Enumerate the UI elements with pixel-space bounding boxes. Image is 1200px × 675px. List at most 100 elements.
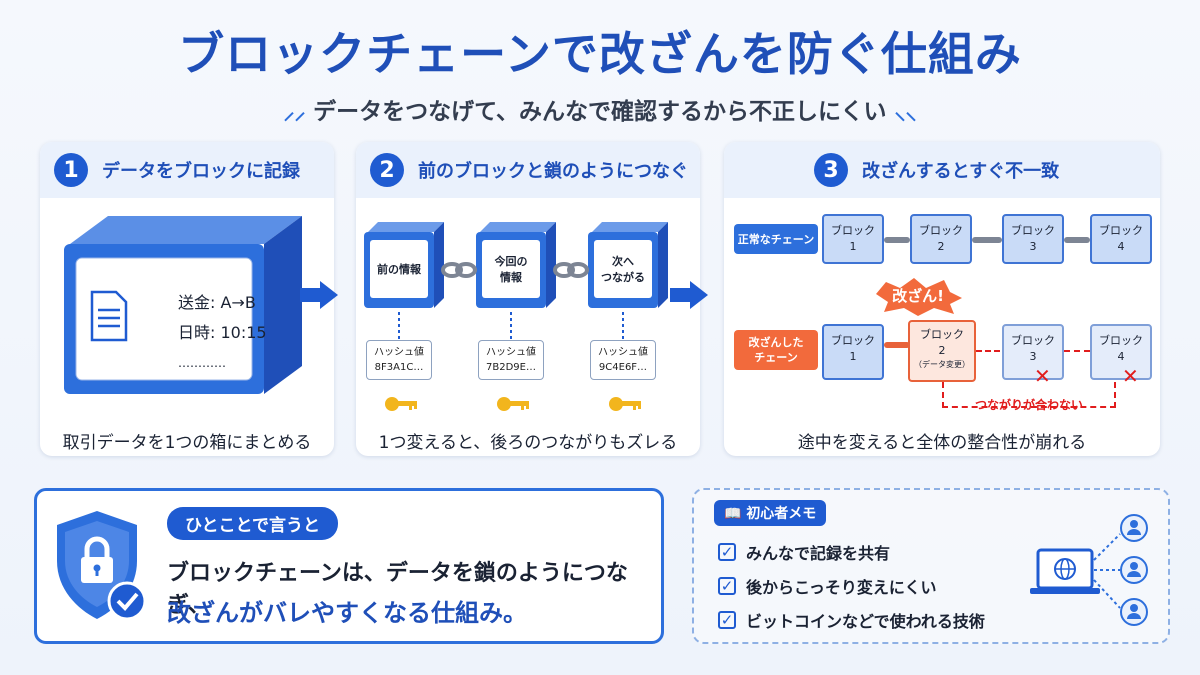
- panel-1-title: データをブロックに記録: [102, 161, 300, 182]
- panel-3-title: 改ざんするとすぐ不一致: [862, 161, 1060, 182]
- hash-label-2: ハッシュ値: [486, 347, 536, 358]
- normal-block-4-num: 4: [1117, 240, 1125, 253]
- normal-block-3-name: ブロック: [1011, 224, 1055, 237]
- memo-item-2: ✓ 後からこっそり変えにくい: [718, 574, 937, 598]
- tampered-block-3-name: ブロック: [1011, 334, 1055, 347]
- tampered-block-3-num: 3: [1029, 350, 1037, 363]
- cube-1-label: 前の情報: [370, 250, 428, 278]
- tampered-link-1: [884, 342, 910, 348]
- summary-line-2: 改ざんがバレやすくなる仕組み。: [167, 599, 527, 627]
- hash-value-3: 9C4E6F…: [598, 362, 648, 373]
- panel-2-caption: 1つ変えると、後ろのつながりもズレる: [378, 433, 678, 453]
- tampered-block-1-name: ブロック: [831, 334, 875, 347]
- check-icon: ✓: [718, 577, 736, 595]
- cube-2-label-line-1: 今回の: [494, 255, 528, 268]
- memo-item-1-text: みんなで記録を共有: [746, 544, 891, 563]
- mismatch-bracket: [942, 382, 1116, 408]
- normal-block-2-num: 2: [937, 240, 945, 253]
- panel-3-caption: 途中を変えると全体の整合性が崩れる: [797, 433, 1087, 453]
- step-number-1: 1: [54, 153, 88, 187]
- memo-tag-text: 初心者メモ: [746, 506, 817, 522]
- doc-line-2: 日時: 10:15: [178, 323, 267, 342]
- cube-3-label: 次へ つながる: [594, 250, 652, 286]
- user-icon-2: [1120, 556, 1148, 584]
- panel-2-header: 2 前のブロックと鎖のようにつなぐ: [356, 142, 700, 198]
- user-icon-1: [1120, 514, 1148, 542]
- memo-item-3-text: ビットコインなどで使われる技術: [746, 612, 985, 631]
- cube-1-label-line-1: 前の情報: [377, 263, 421, 276]
- cube-3-label-line-2: つながる: [601, 271, 645, 284]
- tampered-chain-label-line-2: チェーン: [754, 351, 798, 364]
- tampered-block-2-name: ブロック: [920, 328, 964, 341]
- hash-box-2: ハッシュ値 7B2D9E…: [478, 340, 544, 380]
- tampered-block-4: ブロック 4: [1090, 324, 1152, 380]
- hash-value-1: 8F3A1C…: [374, 362, 424, 373]
- subtitle-text: データをつなげて、みんなで確認するから不正しにくい: [313, 99, 887, 125]
- tamper-burst-label: 改ざん!: [892, 287, 944, 305]
- hash-box-3: ハッシュ値 9C4E6F…: [590, 340, 656, 380]
- normal-block-2-name: ブロック: [919, 224, 963, 237]
- panel-1-header: 1 データをブロックに記録: [40, 142, 334, 198]
- normal-block-3: ブロック 3: [1002, 214, 1064, 264]
- normal-link-2: [972, 237, 1002, 243]
- tampered-chain-label-line-1: 改ざんした: [748, 336, 804, 349]
- chain-link-2: [553, 262, 589, 278]
- step-number-2: 2: [370, 153, 404, 187]
- hash-label-3: ハッシュ値: [598, 347, 648, 358]
- tampered-block-4-name: ブロック: [1099, 334, 1143, 347]
- mismatch-x-icon-1: ✕: [1034, 364, 1051, 388]
- mismatch-label: つながりが合わない: [974, 398, 1083, 412]
- cube-2-label: 今回の 情報: [482, 250, 540, 286]
- sparkle-right-icon: ⸜⸜: [894, 100, 917, 125]
- normal-block-1-num: 1: [849, 240, 857, 253]
- memo-item-3: ✓ ビットコインなどで使われる技術: [718, 608, 985, 632]
- normal-block-4-name: ブロック: [1099, 224, 1143, 237]
- key-icon-2: [497, 397, 529, 411]
- tampered-block-1-num: 1: [849, 350, 857, 363]
- hash-box-1: ハッシュ値 8F3A1C…: [366, 340, 432, 380]
- broken-link-3: [1064, 350, 1090, 352]
- normal-block-4: ブロック 4: [1090, 214, 1152, 264]
- normal-link-1: [884, 237, 910, 243]
- doc-lines: 送金: A→B 日時: 10:15 …………: [178, 288, 267, 378]
- cube-3-label-line-1: 次へ: [612, 255, 634, 268]
- shield-lock-icon: [57, 511, 147, 621]
- normal-chain-label: 正常なチェーン: [734, 224, 818, 254]
- cube-1: [364, 222, 444, 308]
- panel-3-header: 3 改ざんするとすぐ不一致: [724, 142, 1160, 198]
- key-icon-3: [609, 397, 641, 411]
- hash-value-2: 7B2D9E…: [486, 362, 536, 373]
- user-icon-3: [1120, 598, 1148, 626]
- summary-card: ひとことで言うと ブロックチェーンは、データを鎖のようにつなぎ、 改ざんがバレや…: [34, 488, 664, 644]
- tampered-block-1: ブロック 1: [822, 324, 884, 380]
- cube-2-label-line-2: 情報: [500, 271, 522, 284]
- tampered-block-2: ブロック 2 （データ変更）: [908, 320, 976, 382]
- cube-3: [588, 222, 668, 308]
- summary-pill: ひとことで言うと: [167, 507, 338, 540]
- tampered-block-2-num: 2: [938, 344, 946, 357]
- chain-link-1: [441, 262, 477, 278]
- hash-label-1: ハッシュ値: [374, 347, 424, 358]
- panel-step-2: 2 前のブロックと鎖のようにつなぐ: [356, 142, 700, 456]
- memo-tag: 📖 初心者メモ: [714, 500, 827, 526]
- mismatch-x-icon-2: ✕: [1122, 364, 1139, 388]
- tampered-chain-label: 改ざんした チェーン: [734, 330, 818, 370]
- panel-step-3: 3 改ざんするとすぐ不一致 正常なチェーン ブロック 1 ブロック 2 ブロック…: [724, 142, 1160, 456]
- check-icon: ✓: [718, 611, 736, 629]
- network-laptop-icon: [1030, 514, 1148, 626]
- summary-line-1: ブロックチェーンは、データを鎖のようにつなぎ、: [167, 561, 628, 618]
- broken-link-2: [976, 350, 1000, 352]
- page-subtitle: ⸝⸝ データをつなげて、みんなで確認するから不正しにくい ⸜⸜: [0, 92, 1200, 126]
- panel-2-title: 前のブロックと鎖のようにつなぐ: [418, 161, 688, 182]
- memo-item-1: ✓ みんなで記録を共有: [718, 540, 890, 564]
- block-box-illustration: [64, 216, 302, 394]
- check-icon: ✓: [718, 543, 736, 561]
- tampered-block-2-note: （データ変更）: [914, 360, 970, 369]
- flow-arrow-1: [300, 281, 338, 309]
- book-icon: 📖: [724, 506, 747, 522]
- normal-block-1: ブロック 1: [822, 214, 884, 264]
- normal-block-2: ブロック 2: [910, 214, 972, 264]
- page-title: ブロックチェーンで改ざんを防ぐ仕組み: [178, 27, 1022, 81]
- panel-step-1: 1 データをブロックに記録 送金: A→B 日時: 10:15 ………… 取引デ…: [40, 142, 334, 456]
- tamper-burst-icon: [876, 278, 962, 316]
